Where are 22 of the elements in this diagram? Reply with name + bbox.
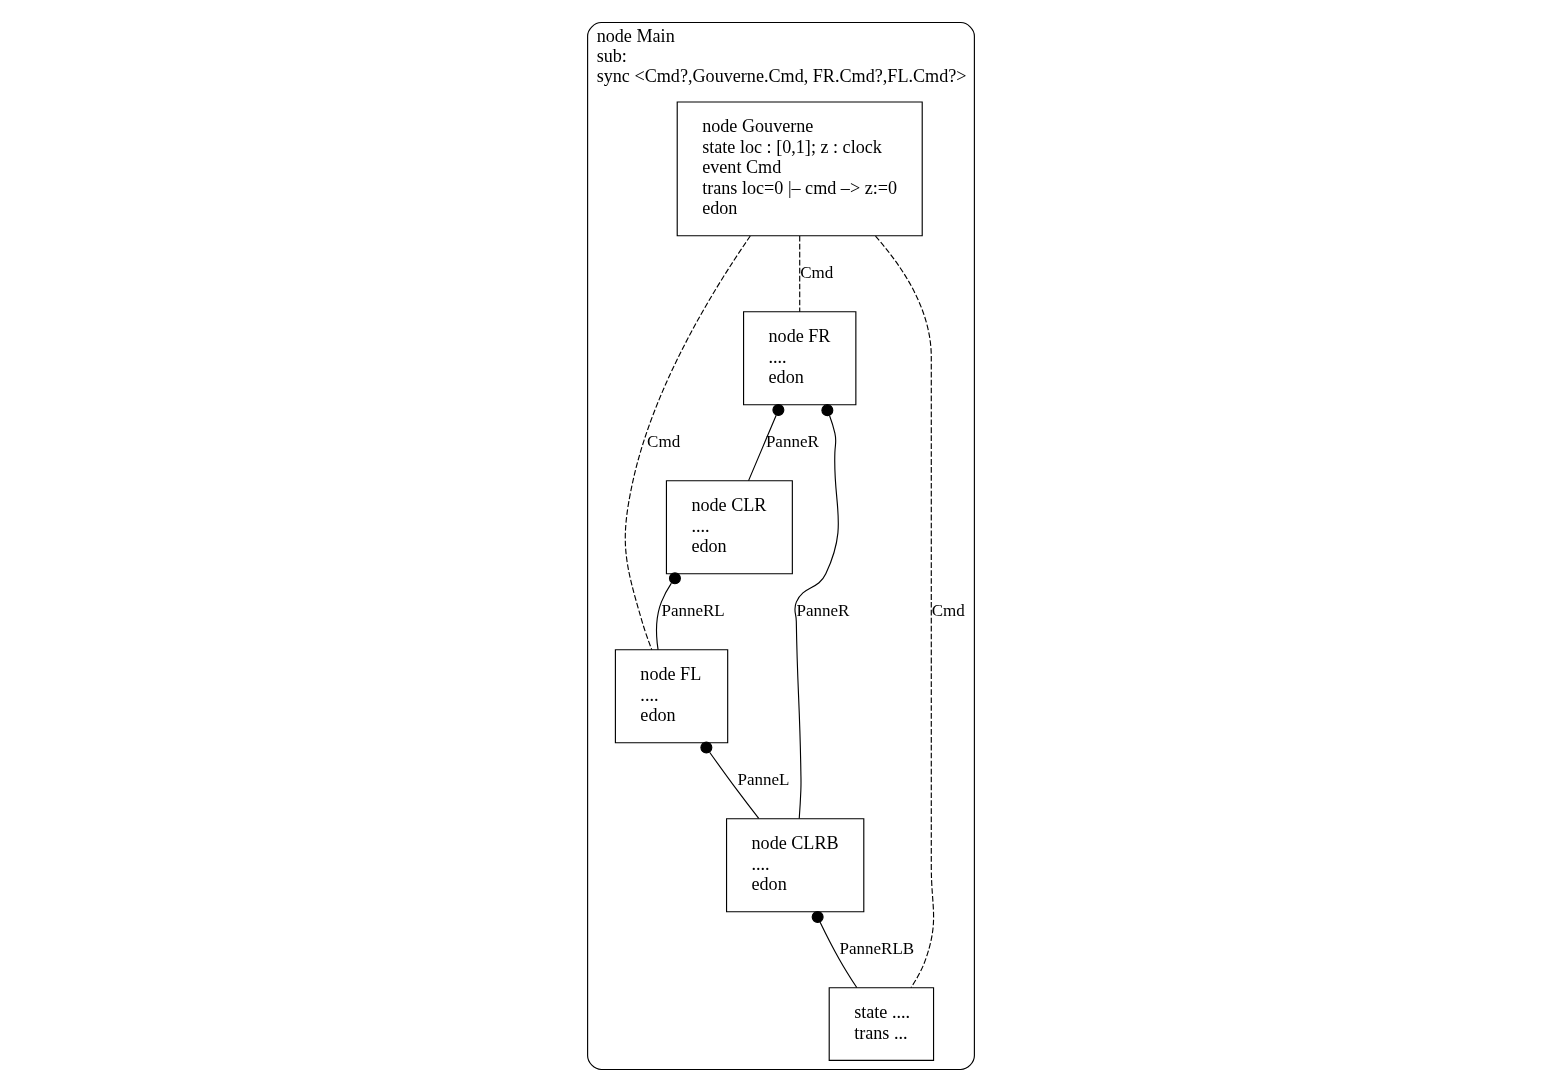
edge-label: PanneRL [661,600,725,620]
edge-label: PanneL [737,769,790,789]
connector [655,572,681,651]
connector [874,235,935,989]
node-box: node FL .... edon [614,649,729,744]
edge-label: PanneRLB [839,938,915,958]
edge-label: Cmd [647,431,681,451]
node-box: state .... trans ... [828,987,935,1061]
connector [811,910,858,989]
connector [748,404,785,482]
node-box: node CLR .... edon [665,480,793,575]
node-box: node CLRB .... edon [726,818,865,913]
connector [700,741,760,819]
connector [799,235,801,313]
connector [794,404,839,820]
connector [624,235,751,651]
node-box: node Gouverne state loc : [0,1]; z : clock event Cmd trans loc=0 |– cmd –> z:=0 edon [676,101,923,237]
edge-label: Cmd [931,600,965,620]
node-box: node FR .... edon [743,311,857,406]
edge-label: Cmd [800,262,834,282]
edge-label: PanneR [796,600,850,620]
edge-label: PanneR [765,431,819,451]
